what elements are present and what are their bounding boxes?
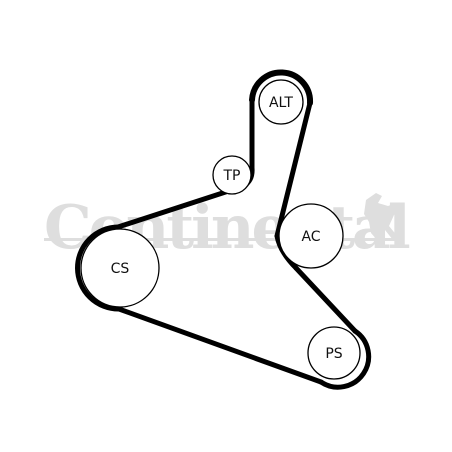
belt-span-alt-ac xyxy=(274,100,313,239)
pulley-ps-label: PS xyxy=(325,346,342,362)
belt-arc-cs xyxy=(75,224,122,312)
pulley-alt-label: ALT xyxy=(269,95,293,111)
pulley-alt-circle xyxy=(258,79,304,125)
belt-span-ps-cs xyxy=(116,306,324,385)
horse-icon xyxy=(364,193,401,241)
belt-arc-alt xyxy=(249,69,314,106)
pulley-ps: PS xyxy=(307,326,361,380)
pulley-tp-circle xyxy=(212,155,252,195)
belt-span-cs-tp xyxy=(115,183,247,230)
belt-span-ac-ps xyxy=(293,265,358,334)
pulley-cs-label: CS xyxy=(111,261,130,277)
pulley-ac: AC xyxy=(278,203,344,269)
pulley-cs: CS xyxy=(80,228,160,308)
pulley-alt: ALT xyxy=(258,79,304,125)
pulley-cs-circle xyxy=(80,228,160,308)
belt-arc-ps xyxy=(318,328,372,390)
pulley-ps-circle xyxy=(307,326,361,380)
watermark-underline xyxy=(44,238,404,241)
pulley-tp-label: TP xyxy=(223,168,241,184)
pulley-ac-label: AC xyxy=(301,229,320,245)
pulley-tp: TP xyxy=(212,155,252,195)
pulley-ac-circle xyxy=(278,203,344,269)
